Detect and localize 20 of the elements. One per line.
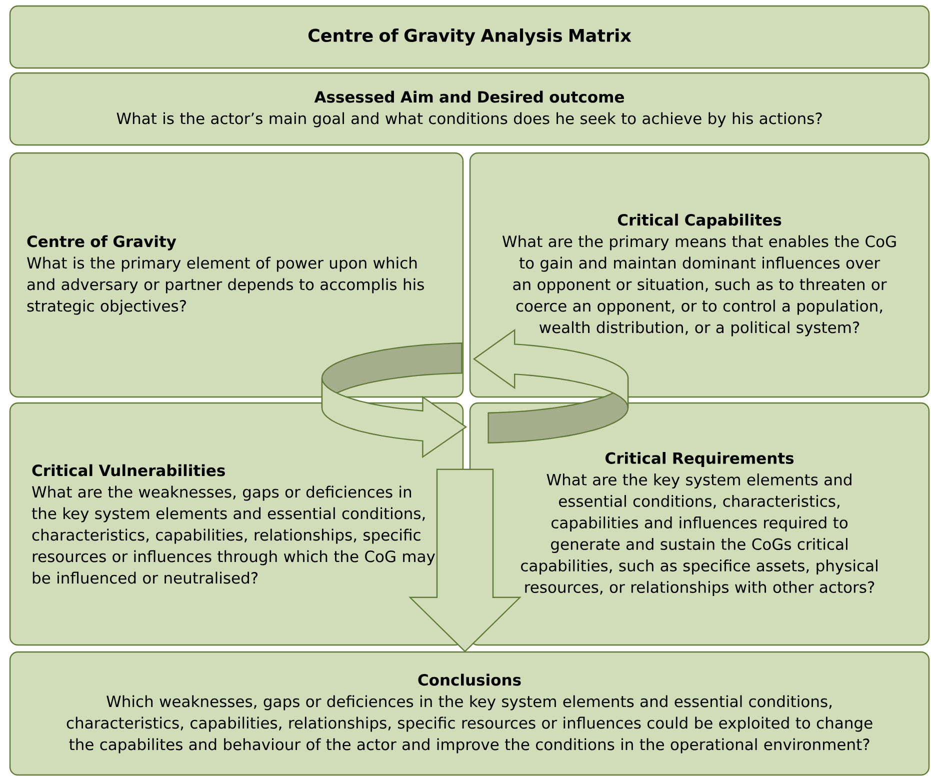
matrix-cell xyxy=(9,72,930,146)
matrix-cell xyxy=(9,402,464,646)
heading-text: Critical Vulnerabilities xyxy=(32,464,225,476)
heading-text: Critical Requirements xyxy=(606,452,794,468)
body-text: Which weaknesses, gaps or deficiences in the key system elements and essential conditions, characteristics, capabilities, relationships, specific resources or influences could be exploited to change the capabilites and behaviour of the actor and improve the conditions in the operational environment? xyxy=(66,695,872,754)
matrix-cell xyxy=(469,402,930,646)
body-text: What is the primary element of power upon which and adversary or partner depends to accomplis his strategic objectives? xyxy=(27,256,424,315)
matrix-cell xyxy=(9,5,930,69)
body-text: What are the weaknesses, gaps or deficiences in the key system elements and essential conditions, characteristics, capabilities, relationships, specific resources or influences through which the CoG may be influenced or neutralised? xyxy=(32,486,435,584)
heading-text: Assessed Aim and Desired outcome xyxy=(314,90,624,103)
body-text: What is the actor’s main goal and what conditions does he seek to achieve by his actions? xyxy=(116,112,822,128)
heading-text: Centre of Gravity xyxy=(27,235,176,250)
matrix-cell xyxy=(9,651,930,776)
heading-text: Conclusions xyxy=(418,674,521,686)
body-text: What are the key system elements and essential conditions, characteristics, capabilities and influences required to generate and sustain the CoGs critical capabilities, such as specifice assets, physical resources, or relationships with other actors? xyxy=(521,474,878,596)
title-text: Centre of Gravity Analysis Matrix xyxy=(308,28,632,46)
matrix-cell xyxy=(469,152,930,398)
matrix-cell xyxy=(9,152,464,398)
heading-text: Critical Capabilites xyxy=(618,214,782,229)
body-text: What are the primary means that enables the CoG to gain and maintan dominant influences over an opponent or situation, such as to threaten or coerce an opponent, or to control a population, wealth distribution, or a political system? xyxy=(502,235,896,336)
